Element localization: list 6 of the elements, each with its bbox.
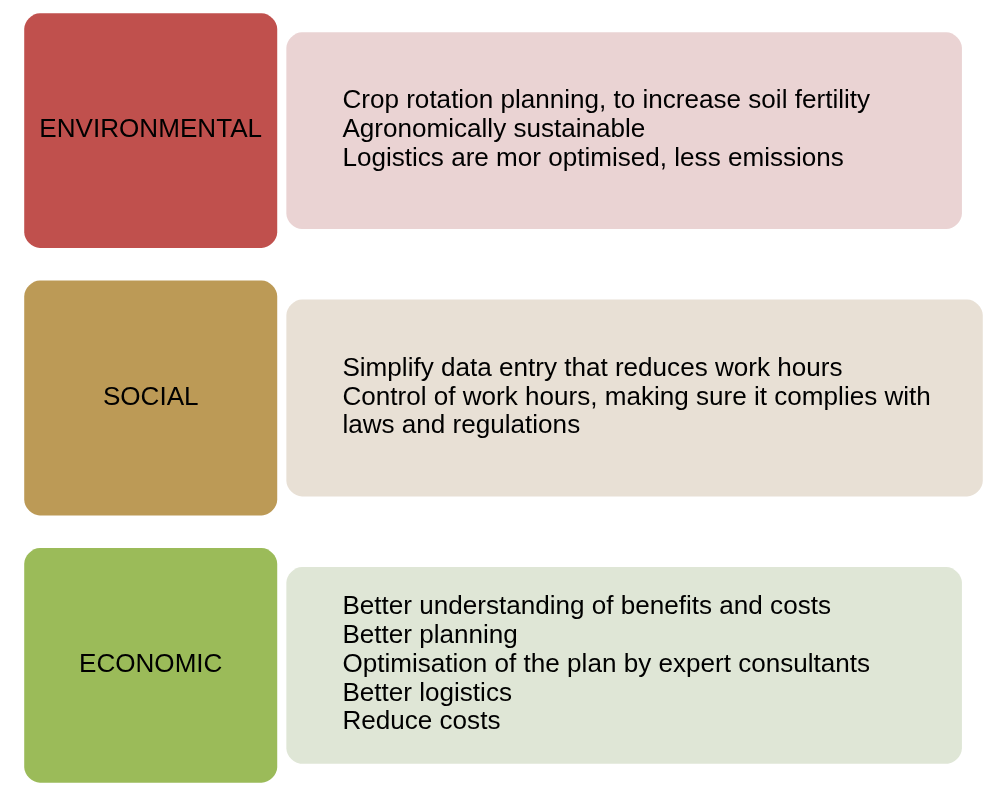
node-box: SOCIAL (24, 280, 278, 516)
node-box: ENVIRONMENTAL (24, 13, 278, 248)
node-box: Simplify data entry that reduces work hours Control of work hours, making sure it complies with laws and regulations (286, 299, 983, 497)
node-box: Crop rotation planning, to increase soil fertility Agronomically sustainable Logistics are mor optimised, less emissions (286, 32, 962, 230)
node-box: ECONOMIC (24, 548, 278, 783)
node-box: Better understanding of benefits and costs Better planning Optimisation of the plan by expert consultants Better logistics Reduce costs (286, 566, 962, 764)
